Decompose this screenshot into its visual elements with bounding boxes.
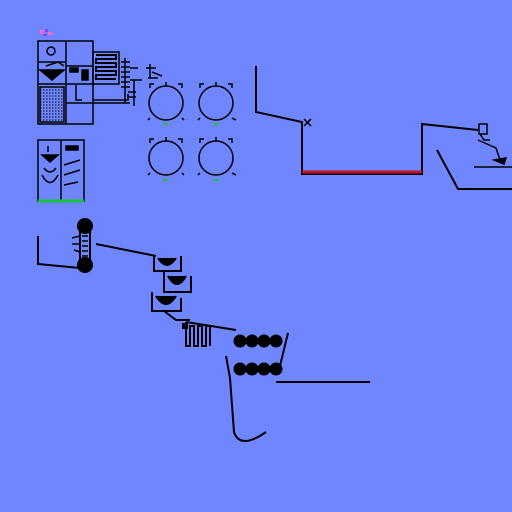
funnel-icon <box>37 69 67 81</box>
elevator <box>37 218 157 273</box>
upper-track <box>255 66 512 190</box>
bin-module <box>37 139 85 203</box>
rotary-wheel[interactable] <box>147 137 185 181</box>
lower-ramp <box>436 149 512 190</box>
hopper-cup <box>151 292 182 312</box>
hopper-device[interactable] <box>477 123 508 165</box>
hopper-cup <box>153 256 182 272</box>
elevator-column <box>79 231 91 263</box>
roller-ball <box>269 334 283 348</box>
rotary-wheel[interactable] <box>197 137 237 181</box>
control-machine <box>37 29 163 125</box>
roller-ball <box>257 362 271 376</box>
elevator-base <box>37 236 81 269</box>
piston-icon <box>81 69 89 81</box>
spring-coil <box>182 321 237 347</box>
rotary-wheel[interactable] <box>197 82 237 125</box>
roller-ball <box>233 362 247 376</box>
sparkle-icon <box>40 29 52 36</box>
rotary-wheel[interactable] <box>147 82 185 125</box>
ladder-rack <box>121 58 142 106</box>
wheel-group <box>147 82 237 181</box>
roller-ball <box>257 334 271 348</box>
roller-ball <box>245 362 259 376</box>
roller-group <box>233 334 283 376</box>
roller-ball <box>233 334 247 348</box>
cup-cascade <box>151 256 237 347</box>
lower-chute <box>225 332 370 442</box>
pulley-top <box>77 218 93 234</box>
track-wall <box>255 66 479 175</box>
hopper-cup <box>163 272 192 293</box>
crane-arm <box>146 64 163 79</box>
roller-ball <box>245 334 259 348</box>
gauge-icon <box>46 46 56 56</box>
hook-chute <box>229 377 267 442</box>
coil-box <box>92 51 120 85</box>
x-mark-icon[interactable] <box>303 118 312 127</box>
